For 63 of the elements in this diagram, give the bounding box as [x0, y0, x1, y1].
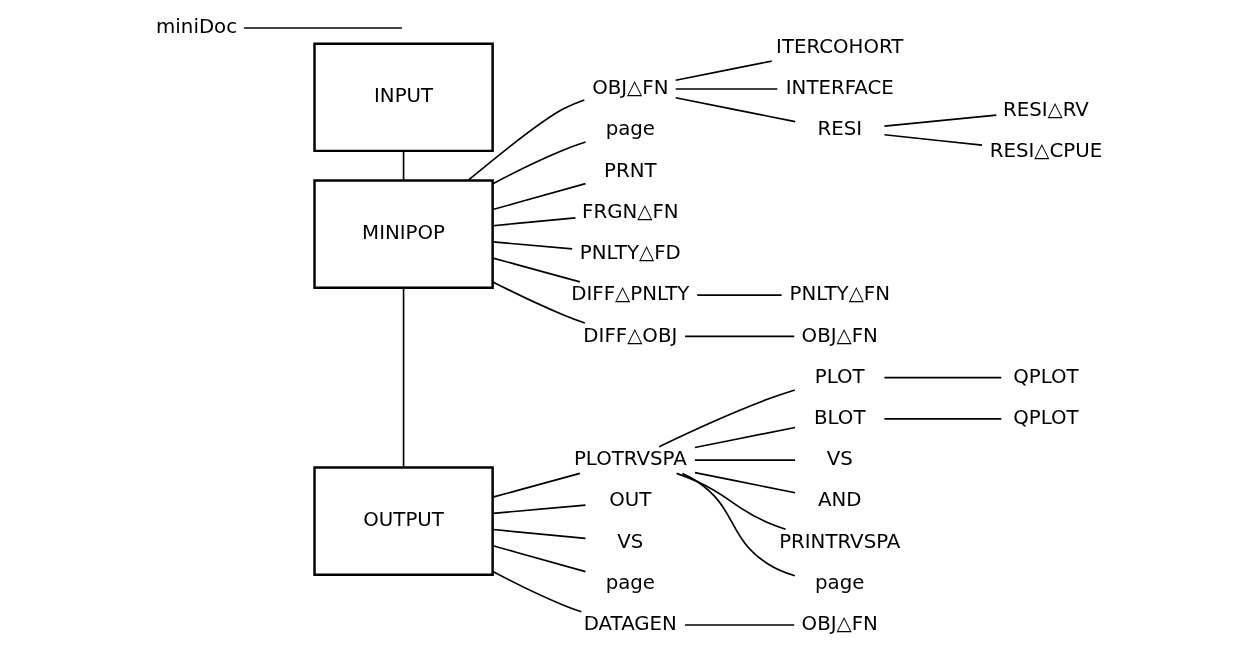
connector [675, 472, 787, 531]
node-text: PNLTY△FD [579, 241, 681, 265]
connector [467, 99, 586, 181]
node-text: QPLOT [1013, 405, 1079, 429]
connector [492, 472, 581, 498]
connector [492, 504, 587, 515]
connector [883, 418, 1003, 420]
node-text: FRGN△FN [582, 199, 679, 223]
node-text: RESI△RV [1002, 97, 1089, 121]
connector [883, 376, 1003, 379]
connector [694, 471, 796, 494]
node-text: DATAGEN [583, 612, 677, 636]
node-text: OBJ△FN [592, 76, 669, 100]
node-text: page [605, 570, 656, 594]
node-text: AND [818, 488, 862, 512]
connector [492, 217, 577, 227]
node-text: BLOT [814, 405, 866, 429]
connector [492, 182, 587, 211]
node-text: PLOT [814, 364, 865, 388]
connector [402, 287, 405, 469]
node-text: PLOTRVSPA [573, 447, 687, 471]
connector [883, 133, 983, 146]
node-text: OUT [609, 488, 652, 512]
connector [492, 528, 587, 540]
node-text: VS [826, 447, 853, 471]
node-text: OBJ△FN [801, 323, 878, 347]
connector [696, 294, 783, 296]
node-text: ITERCOHORT [776, 34, 904, 58]
node-text: DIFF△PNLTY [571, 282, 690, 306]
node-text: PRINTRVSPA [779, 529, 901, 553]
connector [674, 60, 773, 82]
node-text: VS [617, 529, 644, 553]
node-text: RESI△CPUE [989, 138, 1103, 162]
connector [674, 96, 796, 123]
connector [674, 88, 779, 90]
connector [684, 335, 796, 338]
connector [492, 570, 583, 613]
node-text: miniDoc [156, 15, 238, 39]
connector [492, 281, 586, 324]
connector [883, 114, 998, 127]
node-box: OUTPUT [313, 466, 494, 576]
connector [694, 426, 796, 449]
connector [243, 27, 403, 29]
node-text: PRNT [604, 158, 657, 182]
node-box: MINIPOP [313, 179, 494, 289]
node-text: INTERFACE [785, 76, 894, 100]
node-text: OBJ△FN [801, 612, 878, 636]
node-text: page [605, 117, 656, 141]
connector [658, 389, 796, 448]
connector [492, 241, 573, 250]
connector [694, 459, 796, 461]
node-box: INPUT [313, 42, 494, 153]
connector [402, 150, 405, 181]
node-text: PNLTY△FN [789, 282, 891, 306]
connector [684, 624, 796, 626]
node-text: QPLOT [1013, 364, 1079, 388]
connector [492, 544, 587, 573]
connector [681, 472, 796, 577]
node-text: DIFF△OBJ [583, 323, 678, 347]
node-text: page [815, 570, 865, 594]
node-text: RESI [817, 117, 863, 141]
connector [492, 257, 581, 283]
connector [492, 141, 587, 185]
